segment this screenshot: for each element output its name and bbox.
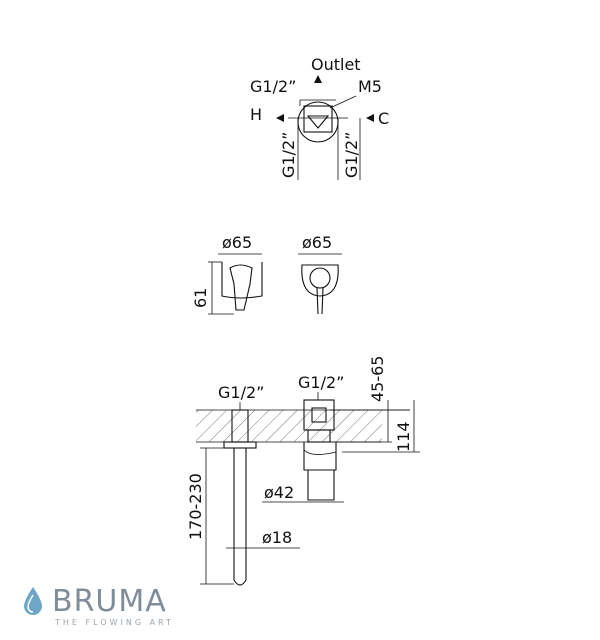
side-view: G1/2” 170-230 ø18 G1/2” ø42 45-65: [186, 356, 420, 586]
spout-thread-label: G1/2”: [218, 383, 264, 402]
brand-logo: BRUMA THE FLOWING ART: [22, 582, 222, 632]
spout-tip: [233, 579, 247, 586]
handle-diameter-left: ø65: [222, 233, 252, 252]
mixer-body: [307, 470, 335, 501]
brand-tagline: THE FLOWING ART: [55, 618, 174, 627]
handle-diameter-right: ø65: [302, 233, 332, 252]
outlet-arrow: [314, 75, 322, 83]
mixer-thread-label: G1/2”: [298, 373, 344, 392]
c-arrow: [366, 114, 374, 122]
spout-flange: [223, 441, 257, 449]
valve-body: [303, 105, 333, 133]
c-label: C: [378, 109, 389, 128]
handle-height-label: 61: [191, 288, 210, 308]
top-view: Outlet G1/2” M5 H C G1/2” G1/2”: [250, 55, 389, 180]
h-arrow: [276, 114, 284, 122]
handle-front-profile: [301, 264, 339, 297]
outlet-label: Outlet: [311, 55, 361, 74]
h-label: H: [250, 105, 262, 124]
wall-hatching: [196, 410, 382, 442]
handle-views: ø65 ø65 61: [191, 233, 342, 315]
body-diameter-label: ø42: [264, 483, 294, 502]
water-drop-icon: [24, 587, 42, 615]
m5-leader: [329, 95, 357, 109]
mixer-sleeve: [303, 442, 337, 471]
spout-length-label: 170-230: [186, 473, 205, 540]
g-thread-top-label: G1/2”: [250, 77, 296, 96]
handle-side-profile: [221, 262, 263, 299]
body-height-label: 114: [394, 421, 413, 452]
g-thread-right-label: G1/2”: [342, 132, 361, 178]
handle-knob: [309, 267, 331, 289]
valve-cartridge: [306, 115, 330, 129]
m5-label: M5: [358, 77, 382, 96]
brand-name: BRUMA: [52, 584, 167, 619]
spout-diameter-label: ø18: [262, 528, 292, 547]
handle-lever-side: [229, 264, 253, 311]
g-thread-left-label: G1/2”: [279, 132, 298, 178]
depth-label: 45-65: [368, 356, 387, 403]
